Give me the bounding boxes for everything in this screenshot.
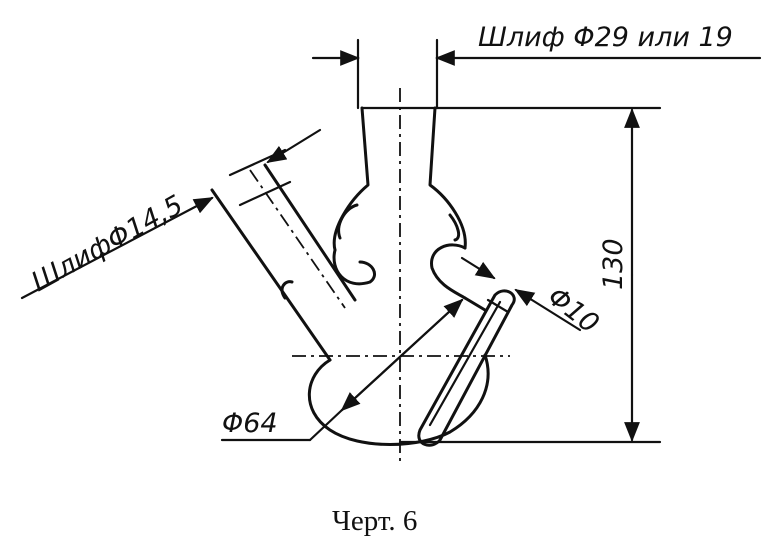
side-neck-arrow-top: [266, 128, 322, 164]
main-neck-right-wall: [428, 106, 467, 250]
side-neck-inner-wall: [263, 163, 357, 302]
side-neck-outer-wall: [210, 188, 332, 362]
tube-diameter-label: Φ10: [542, 281, 605, 340]
dimension-main-neck: Шлиф Φ29 или 19: [311, 22, 762, 110]
side-neck-label: ШлифΦ14,5: [26, 189, 188, 298]
flask-outline: [210, 106, 516, 447]
main-neck-left-bulb: [332, 248, 376, 286]
flask-bulb: [307, 353, 490, 446]
tube-arrow-bottom: [514, 288, 582, 332]
dimension-height: 130: [360, 106, 662, 444]
main-neck-right-bulb: [430, 243, 467, 300]
dimension-tube: Φ10: [460, 256, 605, 340]
side-neck-top-rim: [228, 148, 287, 177]
flask-diameter-label: Φ64: [222, 408, 278, 439]
center-lines: [249, 88, 510, 462]
thermometer-rim: [486, 298, 510, 314]
side-neck-axis: [249, 169, 346, 309]
thermometer-tube: [417, 289, 516, 447]
hook-left: [337, 203, 359, 240]
tube-arrow-top: [460, 256, 496, 280]
figure-caption: Черт. 6: [332, 505, 417, 537]
side-arm-junction: [463, 296, 487, 312]
side-neck-leader: [20, 196, 214, 300]
flask-leader: [308, 408, 344, 442]
side-neck-ground-line: [238, 180, 292, 207]
dimension-flask: Φ64: [220, 298, 464, 442]
main-neck-label: Шлиф Φ29 или 19: [478, 22, 733, 53]
flask-arrow-in: [340, 298, 464, 412]
thermometer-inner-line: [428, 300, 502, 427]
height-label: 130: [598, 238, 629, 290]
hook-side-neck: [280, 280, 294, 300]
hook-right: [448, 213, 461, 242]
